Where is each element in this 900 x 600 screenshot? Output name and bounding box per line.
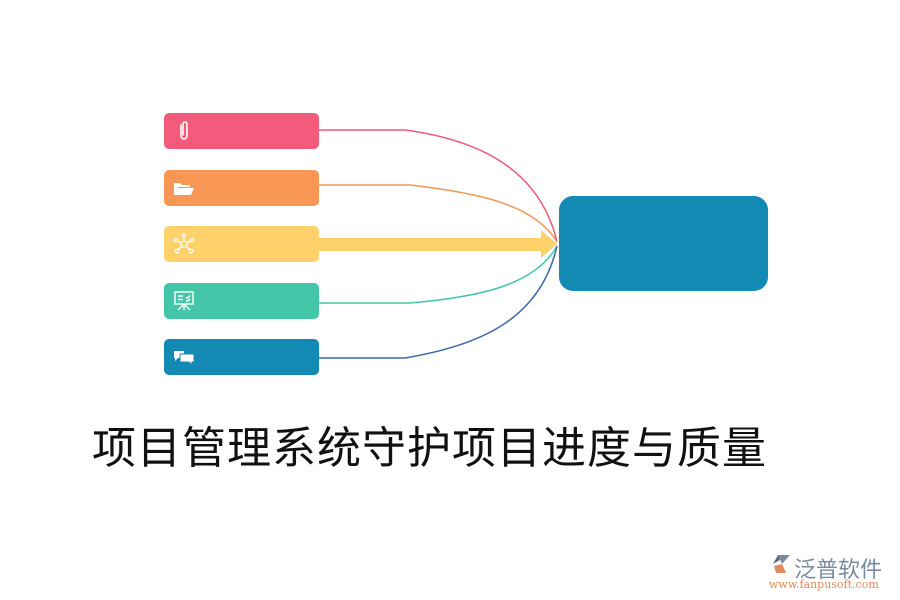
chat-bubbles-icon — [174, 351, 195, 367]
paperclip-icon — [180, 121, 188, 140]
brand-logo: 泛普软件 www.fanpusoft.com — [768, 552, 896, 596]
folder-open-icon — [174, 183, 194, 195]
diagram-title: 项目管理系统守护项目进度与质量 — [92, 423, 767, 474]
node-chat[interactable] — [164, 339, 319, 375]
logo-brand-text: 泛普软件 — [794, 558, 883, 583]
node-folder[interactable] — [164, 170, 319, 206]
node-presentation[interactable] — [164, 283, 319, 319]
logo-mark-icon — [773, 555, 790, 573]
central-hub-node[interactable] — [559, 196, 768, 291]
node-network[interactable] — [164, 226, 319, 262]
network-icon — [173, 233, 195, 254]
logo-url-text: www.fanpusoft.com — [769, 578, 879, 591]
presentation-board-icon — [174, 291, 194, 311]
node-attachment[interactable] — [164, 113, 319, 149]
